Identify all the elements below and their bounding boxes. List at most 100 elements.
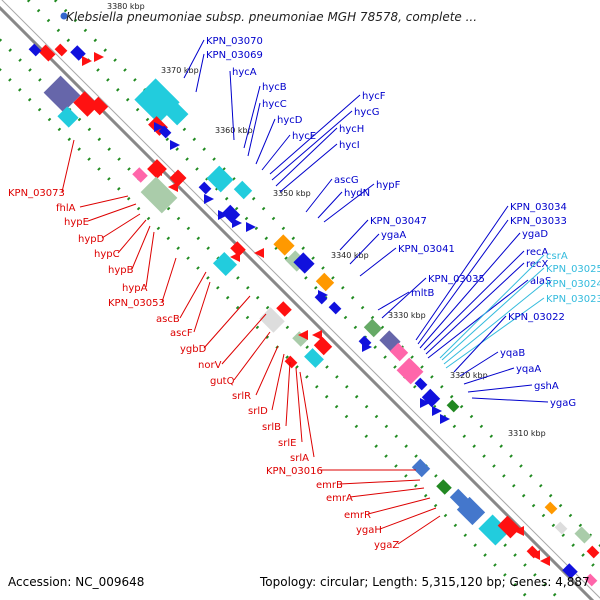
gene-feature[interactable] (28, 43, 42, 57)
gene-label[interactable]: recX (526, 259, 549, 270)
gene-label[interactable]: fhlA (56, 203, 76, 214)
gene-feature[interactable] (328, 301, 342, 315)
gene-feature[interactable] (70, 45, 86, 61)
gene-feature[interactable] (497, 515, 521, 539)
gene-feature[interactable] (54, 43, 68, 57)
gene-feature[interactable] (313, 336, 333, 356)
gene-arrow[interactable] (170, 140, 180, 150)
gene-label[interactable]: ascF (170, 328, 193, 339)
gene-label[interactable]: hycH (339, 124, 364, 135)
gene-feature[interactable] (574, 526, 592, 544)
gene-feature[interactable] (436, 479, 452, 495)
gene-feature[interactable] (273, 234, 295, 256)
gene-arrow[interactable] (420, 398, 430, 408)
gene-feature[interactable] (230, 241, 246, 257)
gene-arrow[interactable] (540, 556, 550, 566)
gene-label[interactable]: srlA (290, 453, 309, 464)
gene-arrow[interactable] (432, 406, 442, 416)
gene-feature[interactable] (584, 573, 598, 587)
gene-label[interactable]: emrA (326, 493, 353, 504)
gene-arrow[interactable] (152, 166, 162, 176)
gene-label[interactable]: hycE (292, 131, 316, 142)
gene-feature[interactable] (449, 488, 469, 508)
gene-arrow[interactable] (246, 222, 256, 232)
gene-label[interactable]: KPN_03024 (546, 279, 600, 290)
gene-arrow[interactable] (440, 414, 450, 424)
gene-label[interactable]: hycG (354, 107, 380, 118)
gene-label[interactable]: KPN_03047 (370, 216, 427, 227)
gene-label[interactable]: KPN_03069 (206, 50, 263, 61)
gene-label[interactable]: ygaA (381, 230, 406, 241)
gene-feature[interactable] (206, 165, 234, 193)
gene-label[interactable]: srlB (262, 422, 281, 433)
gene-label[interactable]: KPN_03016 (266, 466, 323, 477)
gene-feature[interactable] (212, 251, 238, 277)
gene-label[interactable]: hypD (78, 234, 105, 245)
gene-label[interactable]: ascG (334, 175, 359, 186)
gene-feature[interactable] (221, 204, 241, 224)
gene-label[interactable]: ygaG (550, 398, 576, 409)
gene-label[interactable]: gutQ (210, 376, 235, 387)
gene-feature[interactable] (169, 169, 187, 187)
gene-label[interactable]: alaS (530, 276, 551, 287)
gene-label[interactable]: hypA (122, 283, 148, 294)
gene-arrow[interactable] (318, 290, 328, 300)
gene-label[interactable]: srlR (232, 391, 251, 402)
gene-arrow[interactable] (204, 194, 214, 204)
gene-feature[interactable] (414, 377, 428, 391)
gene-feature[interactable] (284, 355, 298, 369)
gene-label[interactable]: csrA (546, 251, 568, 262)
gene-feature[interactable] (411, 458, 431, 478)
gene-feature[interactable] (140, 176, 178, 214)
gene-feature[interactable] (276, 301, 292, 317)
gene-feature[interactable] (89, 96, 109, 116)
gene-label[interactable]: KPN_03025 (546, 264, 600, 275)
gene-feature[interactable] (396, 357, 424, 385)
gene-arrow[interactable] (94, 52, 104, 62)
gene-feature[interactable] (132, 167, 148, 183)
gene-label[interactable]: KPN_03041 (398, 244, 455, 255)
gene-feature[interactable] (292, 331, 308, 347)
gene-feature[interactable] (233, 180, 253, 200)
gene-feature[interactable] (421, 388, 441, 408)
gene-feature[interactable] (43, 75, 81, 113)
gene-label[interactable]: KPN_03023 (546, 294, 600, 305)
gene-label[interactable]: KPN_03033 (510, 216, 567, 227)
gene-label[interactable]: KPN_03035 (428, 274, 485, 285)
gene-label[interactable]: KPN_03022 (508, 312, 565, 323)
gene-label[interactable]: KPN_03034 (510, 202, 567, 213)
gene-arrow[interactable] (298, 330, 308, 340)
gene-label[interactable]: emrR (344, 510, 371, 521)
gene-label[interactable]: KPN_03073 (8, 188, 65, 199)
gene-label[interactable]: hypB (108, 265, 134, 276)
gene-feature[interactable] (544, 501, 558, 515)
gene-arrow[interactable] (154, 122, 164, 132)
gene-feature[interactable] (158, 125, 172, 139)
gene-arrow[interactable] (230, 252, 240, 262)
gene-arrow[interactable] (312, 330, 322, 340)
gene-arrow[interactable] (530, 550, 540, 560)
gene-label[interactable]: ygbD (180, 344, 207, 355)
gene-label[interactable]: ygaZ (374, 540, 399, 551)
gene-label[interactable]: hycI (339, 140, 360, 151)
gene-feature[interactable] (586, 545, 600, 559)
gene-label[interactable]: srlE (278, 438, 296, 449)
gene-label[interactable]: ascB (156, 314, 180, 325)
gene-label[interactable]: hypC (94, 249, 120, 260)
gene-label[interactable]: srlD (248, 406, 268, 417)
gene-feature[interactable] (478, 514, 510, 546)
gene-feature[interactable] (562, 563, 578, 579)
gene-label[interactable]: yqaB (500, 348, 525, 359)
gene-label[interactable]: emrB (316, 480, 343, 491)
gene-feature[interactable] (293, 252, 315, 274)
gene-feature[interactable] (73, 91, 99, 117)
gene-arrow[interactable] (254, 248, 264, 258)
gene-feature[interactable] (446, 399, 460, 413)
gene-label[interactable]: hycB (262, 82, 287, 93)
gene-label[interactable]: yqaA (516, 364, 541, 375)
gene-label[interactable]: hydN (344, 188, 370, 199)
gene-label[interactable]: ygaD (522, 229, 548, 240)
gene-label[interactable]: gshA (534, 381, 559, 392)
gene-feature[interactable] (389, 342, 409, 362)
